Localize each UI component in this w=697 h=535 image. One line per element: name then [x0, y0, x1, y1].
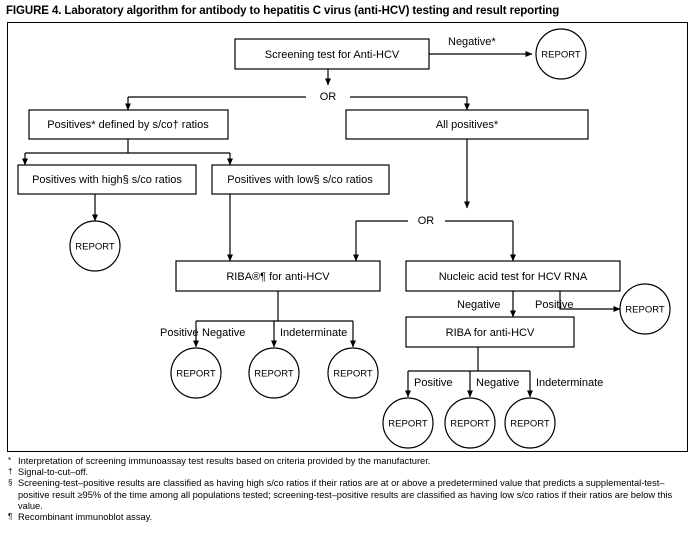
footnote-text: Recombinant immunoblot assay.	[18, 512, 153, 523]
edge-label-nucleic-positive: Positive	[535, 299, 574, 311]
node-riba-left-label: RIBA®¶ for anti-HCV	[226, 271, 330, 283]
report-node-riba-right-negative[interactable]	[444, 397, 496, 449]
edge-label-riba-left-negative: Negative	[202, 327, 245, 339]
node-high-sco-label: Positives with high§ s/co ratios	[32, 174, 182, 186]
node-low-sco[interactable]	[211, 164, 390, 195]
edge-label-riba-left-indeterminate: Indeterminate	[280, 327, 347, 339]
footnote-marker: *	[8, 456, 12, 465]
footnote-row: * Interpretation of screening immunoassa…	[8, 456, 691, 467]
flowchart-svg: Screening test for Anti-HCV REPORT Negat…	[17, 28, 671, 449]
node-riba-left[interactable]	[175, 260, 381, 292]
or-junction-2-label: OR	[418, 215, 435, 227]
report-node-nucleic-positive[interactable]	[619, 283, 671, 335]
report-node-riba-left-negative-label: REPORT	[254, 369, 294, 380]
node-riba-right[interactable]	[405, 316, 575, 348]
node-low-sco-label: Positives with low§ s/co ratios	[227, 174, 373, 186]
footnote-marker: ¶	[8, 512, 13, 522]
report-node-riba-right-indeterminate-label: REPORT	[510, 419, 550, 430]
node-all-positives[interactable]	[345, 109, 589, 140]
footnote-row: § Screening-test–positive results are cl…	[8, 478, 691, 512]
node-all-positives-label: All positives*	[436, 119, 499, 131]
report-node-riba-left-indeterminate[interactable]	[327, 347, 379, 399]
footnote-marker: †	[8, 467, 13, 477]
report-node-high-sco-label: REPORT	[75, 242, 115, 253]
report-node-riba-left-positive-label: REPORT	[176, 369, 216, 380]
footnote-row: † Signal-to-cut–off.	[8, 467, 691, 478]
footnotes-block: * Interpretation of screening immunoassa…	[8, 456, 691, 523]
report-node-riba-left-negative[interactable]	[248, 347, 300, 399]
node-nucleic-acid-test[interactable]	[405, 260, 621, 292]
report-node-nucleic-positive-label: REPORT	[625, 305, 665, 316]
node-positives-sco-label: Positives* defined by s/co† ratios	[47, 119, 209, 131]
report-node-screening-negative-label: REPORT	[541, 50, 581, 61]
footnote-text: Screening-test–positive results are clas…	[18, 478, 673, 511]
report-node-riba-right-indeterminate[interactable]	[504, 397, 556, 449]
edge-label-riba-right-positive: Positive	[414, 377, 453, 389]
report-node-riba-right-positive-label: REPORT	[388, 419, 428, 430]
report-node-riba-right-positive[interactable]	[382, 397, 434, 449]
node-high-sco[interactable]	[17, 164, 197, 195]
footnote-row: ¶ Recombinant immunoblot assay.	[8, 512, 691, 523]
edge-label-riba-right-indeterminate: Indeterminate	[536, 377, 603, 389]
footnote-marker: §	[8, 478, 13, 488]
edge-nucleic-positive-to-report	[559, 291, 621, 312]
node-nucleic-acid-test-label: Nucleic acid test for HCV RNA	[439, 271, 588, 283]
edge-label-nucleic-negative: Negative	[457, 299, 500, 311]
flowchart-frame: Screening test for Anti-HCV REPORT Negat…	[7, 22, 688, 452]
edge-label-riba-left-positive: Positive	[160, 327, 199, 339]
node-riba-right-label: RIBA for anti-HCV	[446, 327, 535, 339]
footnote-text: Interpretation of screening immunoassay …	[18, 456, 431, 466]
report-node-riba-left-indeterminate-label: REPORT	[333, 369, 373, 380]
edge-label-screening-negative: Negative*	[448, 36, 496, 48]
page-title: FIGURE 4. Laboratory algorithm for antib…	[6, 5, 560, 17]
node-positives-sco[interactable]	[28, 109, 229, 140]
or-junction-1-label: OR	[320, 91, 337, 103]
footnote-text: Signal-to-cut–off.	[18, 467, 89, 478]
edge-label-riba-right-negative: Negative	[476, 377, 519, 389]
report-node-screening-negative[interactable]	[535, 28, 587, 80]
report-node-riba-left-positive[interactable]	[170, 347, 222, 399]
report-node-riba-right-negative-label: REPORT	[450, 419, 490, 430]
report-node-high-sco[interactable]	[69, 220, 121, 272]
node-screening-test-label: Screening test for Anti-HCV	[265, 49, 400, 61]
node-screening-test[interactable]	[234, 38, 430, 70]
